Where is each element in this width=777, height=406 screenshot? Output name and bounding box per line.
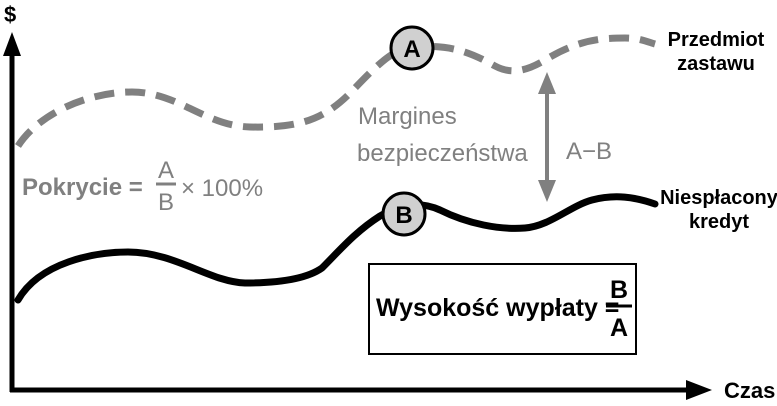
loan-label-line2: kredyt <box>689 211 749 233</box>
coverage-prefix: Pokrycie = <box>22 174 143 201</box>
margin-arrow <box>538 72 556 202</box>
payout-numerator: B <box>610 276 628 304</box>
margin-difference: A−B <box>566 138 612 165</box>
marker-b: B <box>381 191 427 237</box>
marker-a: A <box>389 25 435 71</box>
collateral-curve <box>15 34 657 148</box>
coverage-numerator: A <box>158 157 174 184</box>
marker-a-letter: A <box>403 36 420 63</box>
x-axis-label: Czas <box>724 378 775 403</box>
coverage-denominator: B <box>158 189 174 216</box>
coverage-suffix: × 100% <box>181 175 263 202</box>
marker-b-letter: B <box>395 202 412 229</box>
y-axis-arrow <box>3 32 21 56</box>
payout-prefix: Wysokość wypłaty = <box>376 294 619 322</box>
x-axis-arrow <box>686 380 712 400</box>
collateral-label-line1: Przedmiot <box>668 29 765 51</box>
loan-label-line1: Niespłacony <box>660 187 777 209</box>
margin-label-line1: Margines <box>358 103 457 130</box>
margin-label-line2: bezpieczeństwa <box>357 140 528 167</box>
y-axis-label: $ <box>4 2 16 27</box>
loan-curve <box>14 193 659 304</box>
payout-formula-box: Wysokość wypłaty = B A <box>368 263 637 355</box>
coverage-formula: Pokrycie = A B × 100% <box>22 157 263 216</box>
collateral-label-line2: zastawu <box>677 53 755 75</box>
payout-denominator: A <box>610 314 628 342</box>
